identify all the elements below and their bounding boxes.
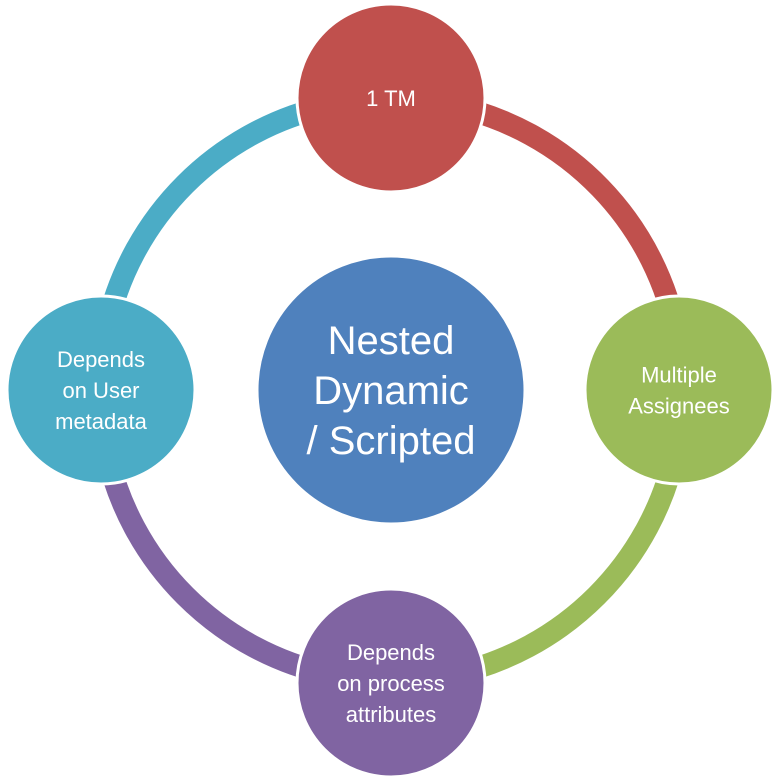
center-label-line: Dynamic [313,369,469,413]
connector-arc-right [449,448,687,686]
center-circle [255,254,527,526]
node-label-line: metadata [55,409,147,434]
node-label-line: 1 TM [366,86,416,111]
node-circle-right [583,294,775,486]
node-label-line: Depends [57,347,145,372]
connector-arc-left [95,94,333,332]
node-label-top: 1 TM [366,86,416,111]
connector-arc-bottom [95,448,333,686]
node-label-line: Assignees [628,394,730,419]
node-circle-bottom [295,587,487,779]
node-label-line: attributes [346,702,437,727]
connector-arcs [95,94,689,686]
node-label-line: Multiple [641,363,717,388]
node-label-line: on process [337,671,445,696]
center-label-line: / Scripted [307,419,476,463]
node-circles [5,2,775,779]
connector-arc-top [449,94,689,342]
node-label-bottom: Depends on process attributes [337,640,445,727]
node-circle-left [5,294,197,486]
node-label-line: on User [62,378,139,403]
node-label-line: Depends [347,640,435,665]
node-label-left: Depends on User metadata [55,347,147,434]
node-circle-top [295,2,487,194]
center-label-line: Nested [328,319,455,363]
